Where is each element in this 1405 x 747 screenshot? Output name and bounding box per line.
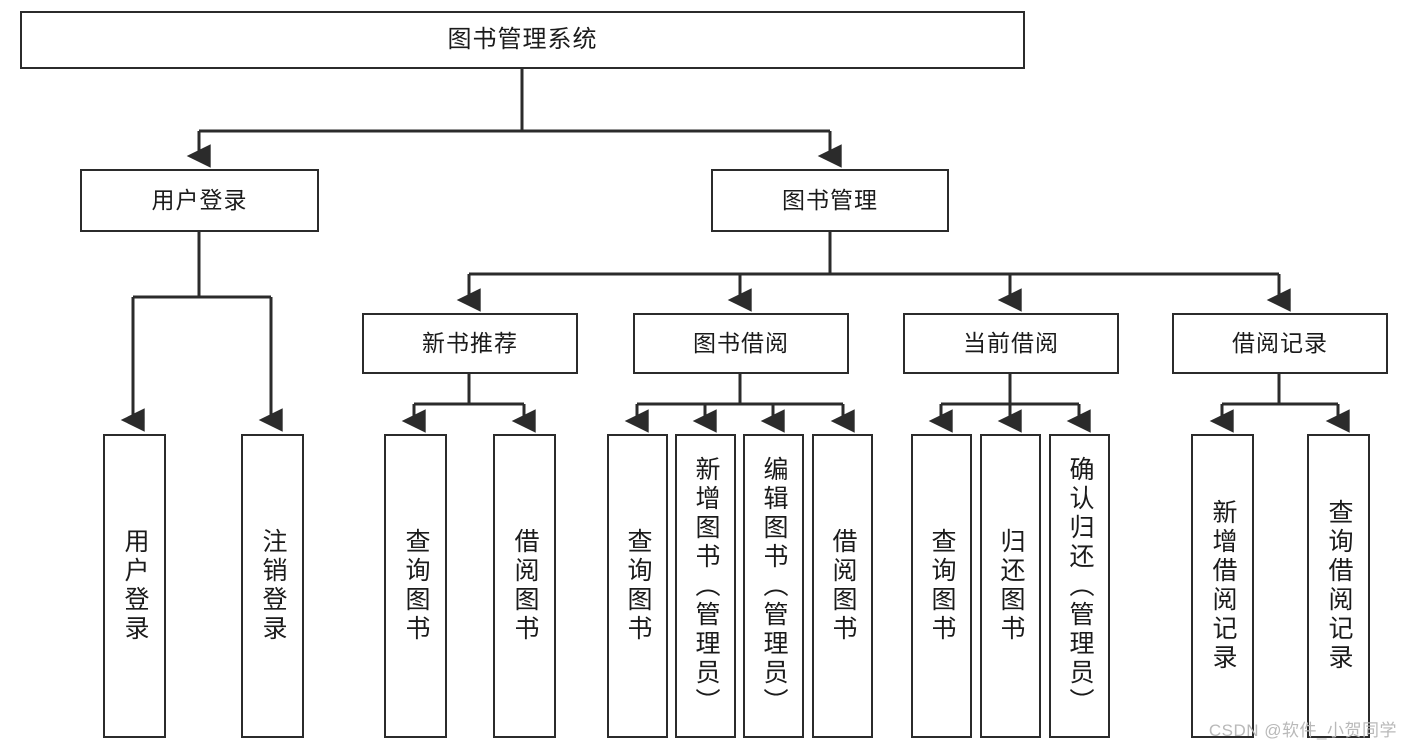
leaf-current-borrow-confirm-return-admin[interactable]: 确认归还（管理员）	[1049, 434, 1110, 738]
node-label: 借阅图书	[511, 528, 539, 644]
node-label: 注销登录	[259, 528, 287, 644]
node-label: 新增图书（管理员）	[692, 455, 720, 717]
node-label: 图书管理	[782, 186, 878, 213]
leaf-user-login-login[interactable]: 用户登录	[103, 434, 166, 738]
node-book-management[interactable]: 图书管理	[711, 169, 949, 232]
leaf-book-borrow-borrow-book[interactable]: 借阅图书	[812, 434, 873, 738]
node-label: 新书推荐	[422, 329, 518, 356]
node-label: 查询图书	[402, 528, 430, 644]
leaf-book-borrow-add-book-admin[interactable]: 新增图书（管理员）	[675, 434, 736, 738]
leaf-new-book-query-book[interactable]: 查询图书	[384, 434, 447, 738]
node-current-borrow[interactable]: 当前借阅	[903, 313, 1119, 374]
node-label: 归还图书	[997, 528, 1025, 644]
node-label: 查询借阅记录	[1325, 499, 1353, 673]
leaf-current-borrow-return-book[interactable]: 归还图书	[980, 434, 1041, 738]
node-borrow-record[interactable]: 借阅记录	[1172, 313, 1388, 374]
node-book-borrow[interactable]: 图书借阅	[633, 313, 849, 374]
node-label: 确认归还（管理员）	[1066, 455, 1094, 717]
node-label: 新增借阅记录	[1209, 499, 1237, 673]
node-label: 借阅图书	[829, 528, 857, 644]
node-label: 图书管理系统	[447, 25, 598, 53]
leaf-borrow-record-query-record[interactable]: 查询借阅记录	[1307, 434, 1370, 738]
leaf-new-book-borrow-book[interactable]: 借阅图书	[493, 434, 556, 738]
node-label: 查询图书	[928, 528, 956, 644]
node-user-login[interactable]: 用户登录	[80, 169, 319, 232]
node-root-book-management-system[interactable]: 图书管理系统	[20, 11, 1025, 69]
node-label: 当前借阅	[963, 329, 1059, 356]
node-label: 编辑图书（管理员）	[760, 455, 788, 717]
node-label: 借阅记录	[1232, 329, 1328, 356]
node-label: 用户登录	[151, 186, 248, 213]
node-new-book-recommend[interactable]: 新书推荐	[362, 313, 578, 374]
leaf-book-borrow-query-book[interactable]: 查询图书	[607, 434, 668, 738]
node-label: 用户登录	[121, 528, 149, 644]
node-label: 查询图书	[624, 528, 652, 644]
watermark-text: CSDN @软件_小贺同学	[1208, 721, 1397, 740]
leaf-book-borrow-edit-book-admin[interactable]: 编辑图书（管理员）	[743, 434, 804, 738]
leaf-user-login-logout[interactable]: 注销登录	[241, 434, 304, 738]
leaf-borrow-record-add-record[interactable]: 新增借阅记录	[1191, 434, 1254, 738]
node-label: 图书借阅	[693, 329, 789, 356]
leaf-current-borrow-query-book[interactable]: 查询图书	[911, 434, 972, 738]
